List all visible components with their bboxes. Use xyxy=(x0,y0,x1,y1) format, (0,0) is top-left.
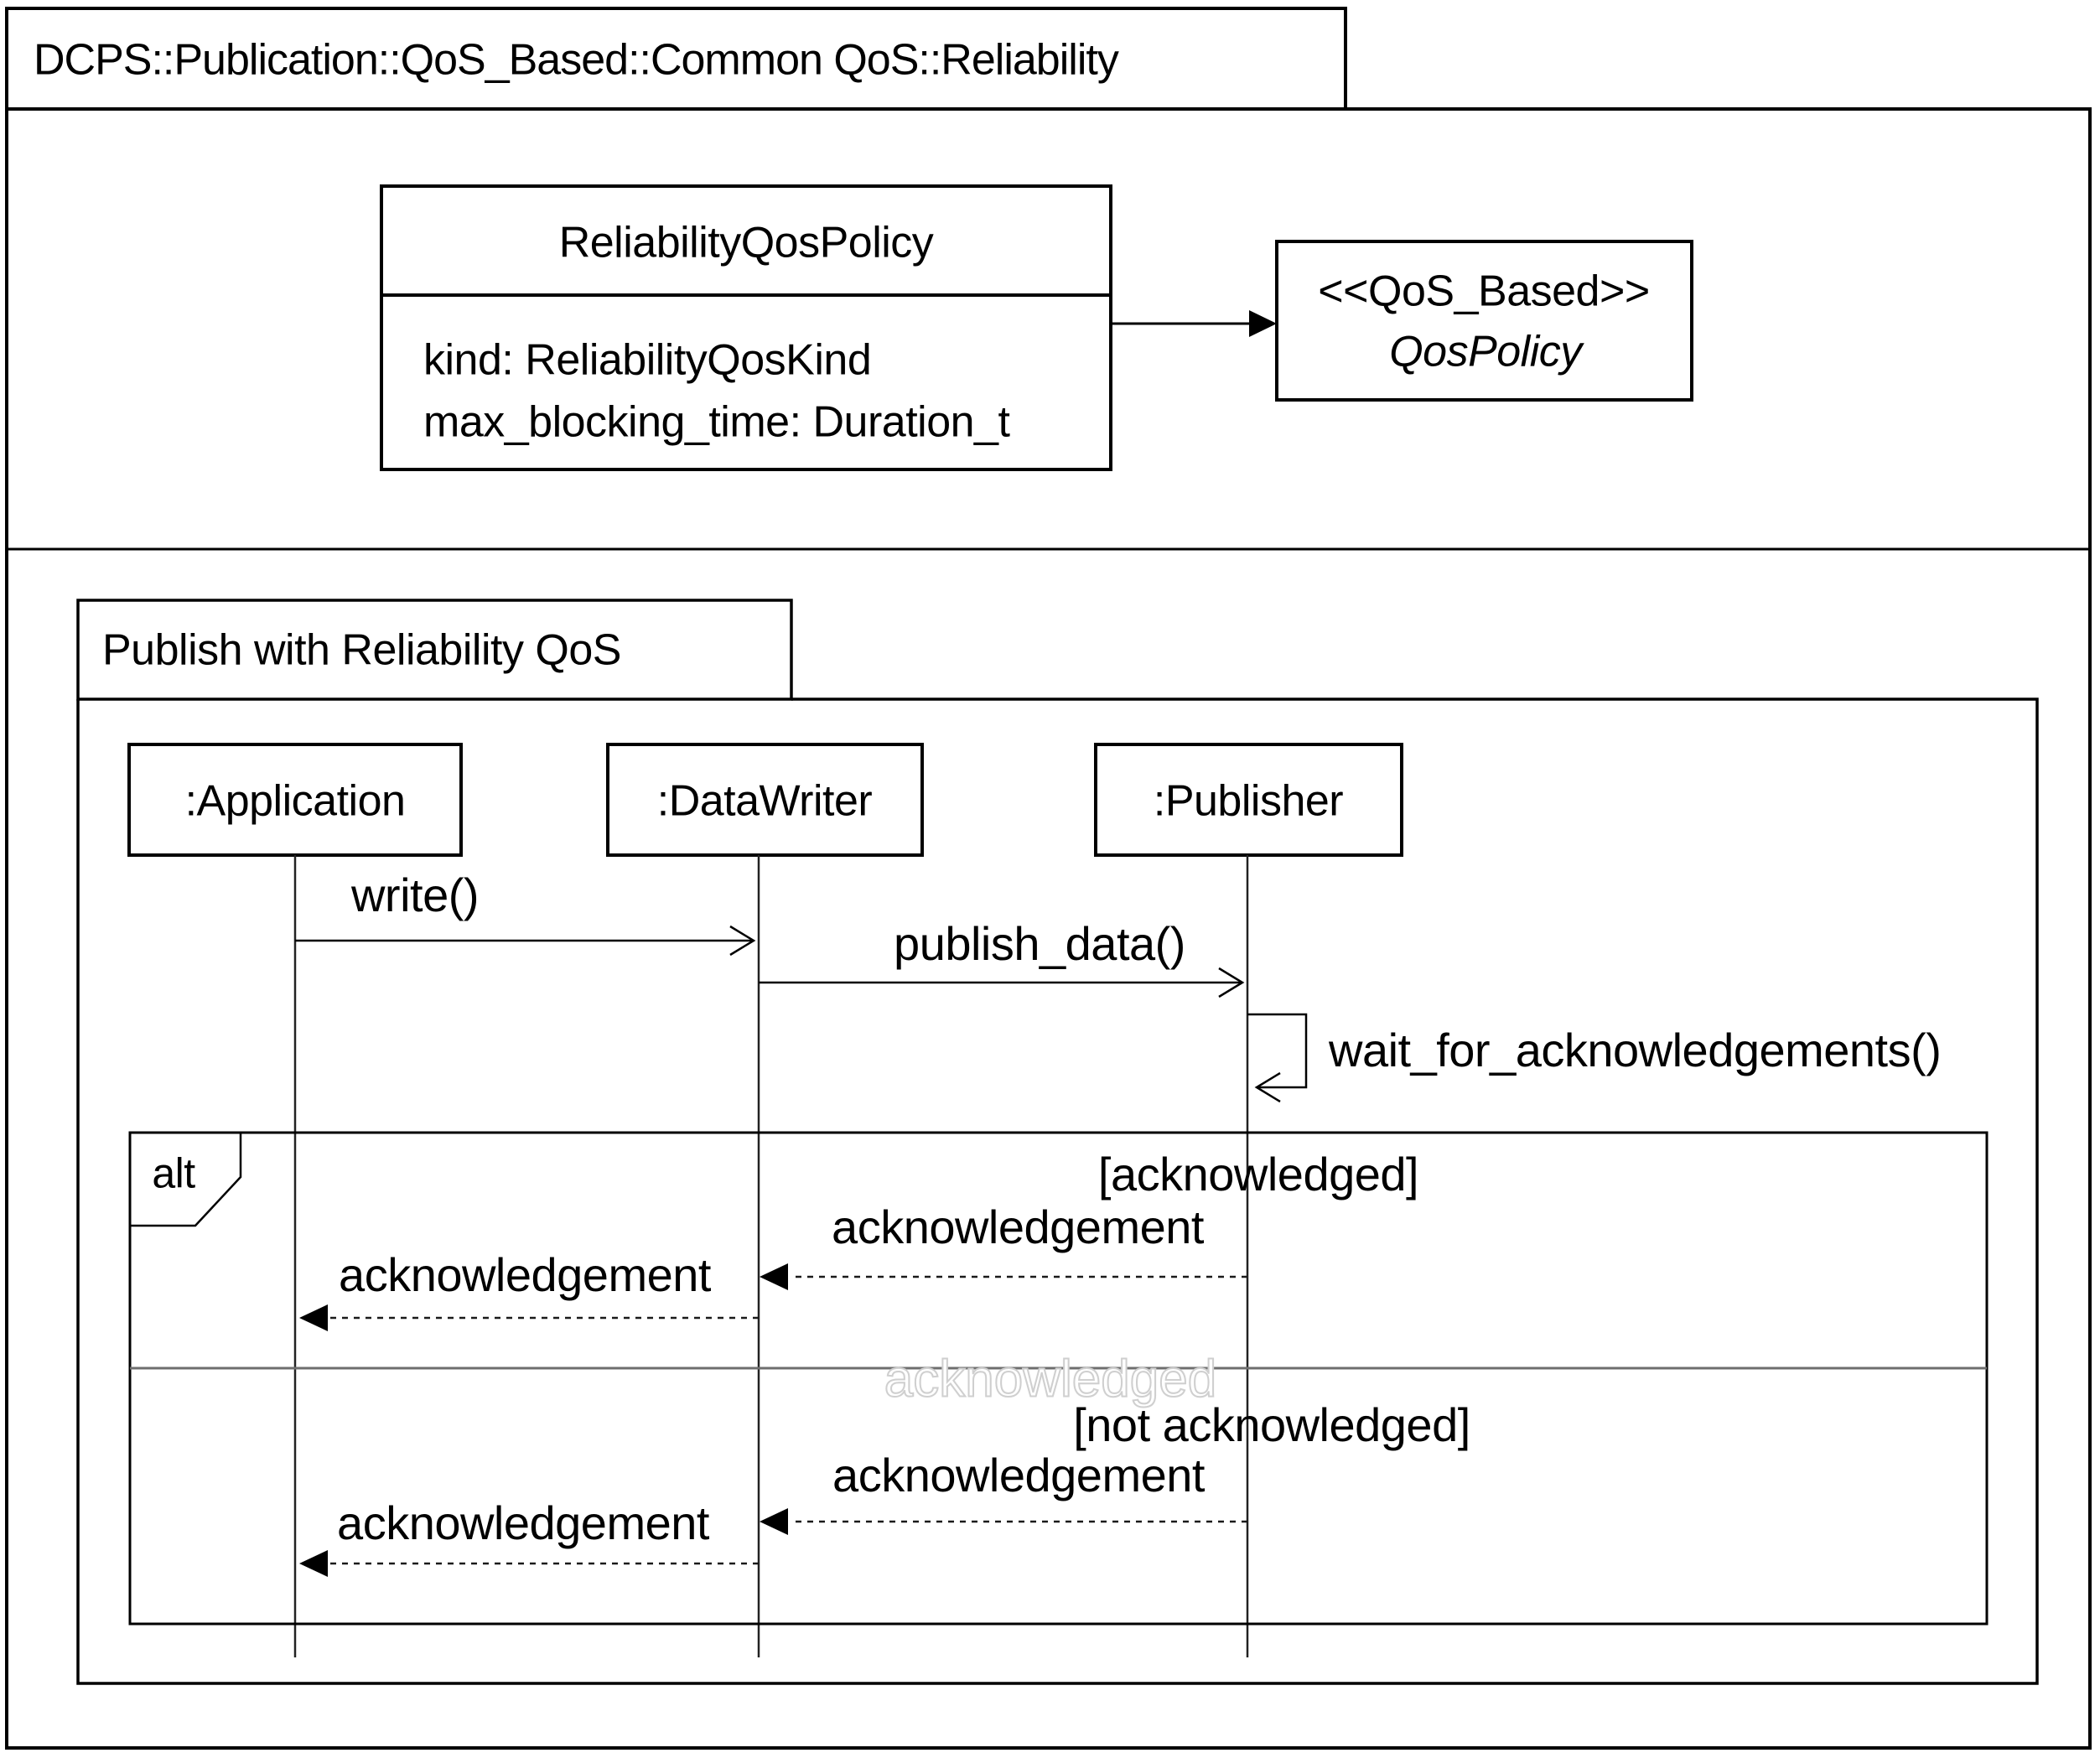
ack-label-pub-to-dw-2: acknowledgement xyxy=(832,1449,1205,1502)
ack-pub-to-dw-arrow-1 xyxy=(760,1263,1247,1290)
alt-fragment-border xyxy=(128,1131,1989,1626)
lifeline-label-application: :Application xyxy=(184,776,406,826)
alt-operator-label: alt xyxy=(152,1149,195,1197)
guard-not-acknowledged: [not acknowledged] xyxy=(1073,1398,1470,1452)
package-title: DCPS::Publication::QoS_Based::Common QoS… xyxy=(34,35,1119,85)
ack-dw-to-app-arrow-1 xyxy=(299,1304,759,1331)
guard-acknowledged: [acknowledged] xyxy=(1097,1148,1419,1201)
filled-arrowhead-icon xyxy=(299,1550,328,1577)
package-body xyxy=(5,107,2092,1750)
filled-arrowhead-icon xyxy=(299,1304,328,1331)
filled-arrowhead-icon xyxy=(1249,310,1277,337)
filled-arrowhead-icon xyxy=(760,1508,788,1535)
ack-dw-to-app-arrow-2 xyxy=(299,1550,759,1577)
reliability-qos-policy-class-box xyxy=(380,184,1112,471)
self-message-loop xyxy=(1247,1013,1308,1103)
lifeline-head-datawriter xyxy=(606,743,924,857)
publish-data-message-arrow xyxy=(759,967,1245,998)
sequence-frame-border xyxy=(76,697,2039,1685)
sequence-title: Publish with Reliability QoS xyxy=(102,625,621,675)
ack-label-dw-to-app-2: acknowledgement xyxy=(337,1496,709,1550)
lifeline-label-publisher: :Publisher xyxy=(1153,776,1344,826)
class-name: ReliabilityQosPolicy xyxy=(558,218,934,267)
open-arrowhead-icon xyxy=(729,925,756,957)
ack-pub-to-dw-arrow-2 xyxy=(760,1508,1247,1535)
qos-policy-name: QosPolicy xyxy=(1389,327,1582,376)
qos-policy-stereotype: <<QoS_Based>> xyxy=(1318,267,1650,316)
sequence-title-box xyxy=(76,599,793,701)
publish-data-message-label: publish_data() xyxy=(894,917,1185,971)
ack-label-dw-to-app-1: acknowledgement xyxy=(339,1248,711,1302)
open-arrowhead-icon xyxy=(1218,967,1245,998)
write-message-arrow xyxy=(295,925,756,957)
write-message-label: write() xyxy=(350,869,480,922)
acknowledged-watermark: acknowledged xyxy=(884,1350,1217,1409)
ack-label-pub-to-dw-1: acknowledgement xyxy=(832,1201,1204,1254)
alt-fragment xyxy=(128,1131,1989,1626)
alt-operator-pentagon xyxy=(130,1133,242,1227)
association-arrow xyxy=(1111,310,1277,337)
class-attribute-max-blocking-time: max_blocking_time: Duration_t xyxy=(423,397,1010,447)
lifeline-head-publisher xyxy=(1094,743,1403,857)
sequence-frame xyxy=(76,599,2039,1685)
package-frame xyxy=(5,7,2092,1750)
qos-policy-box xyxy=(1275,240,1693,402)
class-attribute-kind: kind: ReliabilityQosKind xyxy=(423,335,872,385)
filled-arrowhead-icon xyxy=(760,1263,788,1290)
open-arrowhead-icon xyxy=(1254,1071,1281,1103)
wait-for-acknowledgements-label: wait_for_acknowledgements() xyxy=(1329,1024,1942,1077)
lifeline-label-datawriter: :DataWriter xyxy=(656,776,873,826)
